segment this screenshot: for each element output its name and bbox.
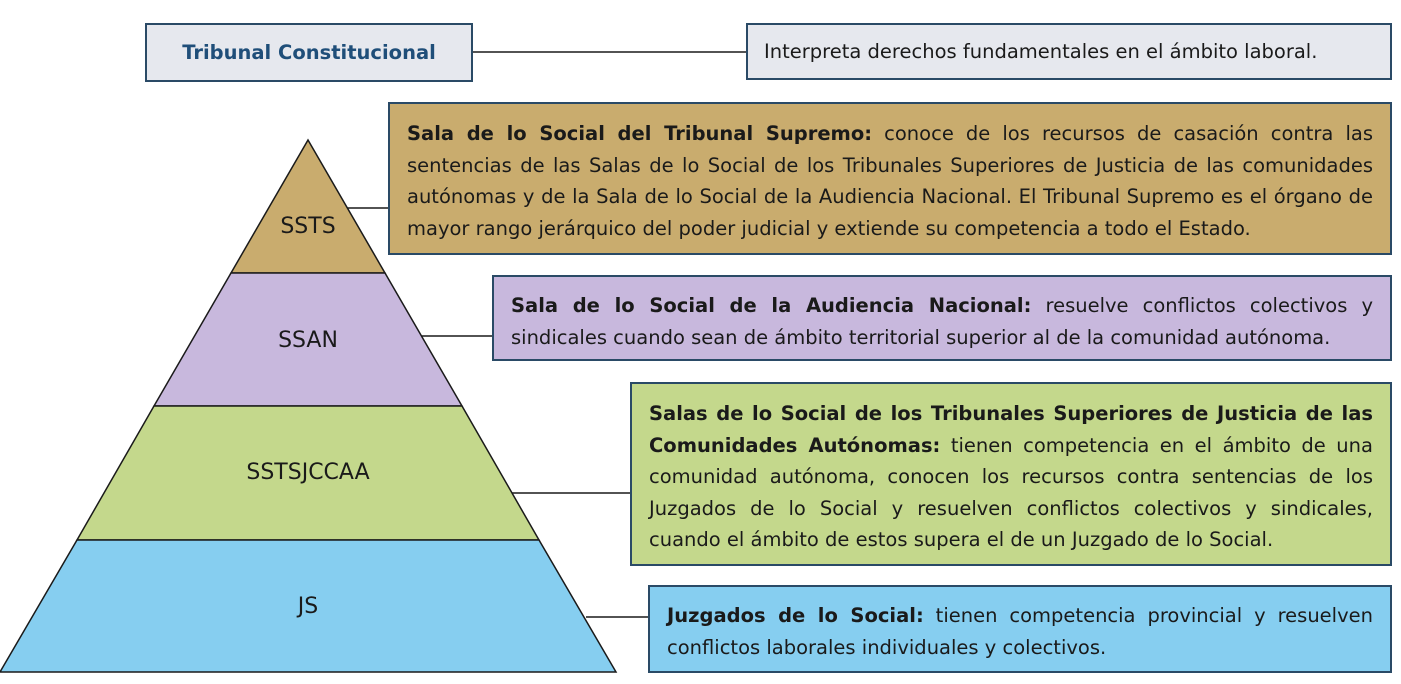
pyramid-label-sstsjccaa: SSTSJCCAA (246, 460, 370, 485)
js-text: tienen competencia provincial y resuelve… (667, 604, 1373, 659)
ssts-heading: Sala de lo Social del Tribunal Supremo: (407, 122, 873, 145)
js-heading: Juzgados de lo Social: (667, 604, 924, 627)
ssts-description-box: Sala de lo Social del Tribunal Supremo: … (388, 102, 1392, 255)
pyramid-tier-js (0, 539, 618, 673)
ssan-description-box: Sala de lo Social de la Audiencia Nacion… (492, 275, 1392, 361)
ssan-text: resuelve conflictos colectivos y sindica… (511, 294, 1373, 349)
js-description-box: Juzgados de lo Social: tienen competenci… (648, 585, 1392, 673)
pyramid-label-ssan: SSAN (278, 328, 338, 353)
pyramid-tier-ssts (229, 138, 387, 274)
pyramid-label-js: JS (297, 594, 319, 619)
sstsjccaa-description-box: Salas de lo Social de los Tribunales Sup… (630, 382, 1392, 566)
sstsjccaa-heading: Salas de lo Social de los Tribunales Sup… (649, 402, 1373, 457)
ssan-heading: Sala de lo Social de la Audiencia Nacion… (511, 294, 1032, 317)
tribunal-constitucional-description: Interpreta derechos fundamentales en el … (764, 39, 1318, 63)
ssts-text: conoce de los recursos de casación contr… (407, 122, 1373, 240)
pyramid-label-ssts: SSTS (280, 214, 336, 239)
sstsjccaa-text: tienen competencia en el ámbito de una c… (649, 433, 1373, 552)
tribunal-constitucional-description-box: Interpreta derechos fundamentales en el … (746, 23, 1392, 80)
tribunal-constitucional-box: Tribunal Constitucional (145, 23, 473, 82)
tribunal-constitucional-title: Tribunal Constitucional (182, 40, 436, 64)
